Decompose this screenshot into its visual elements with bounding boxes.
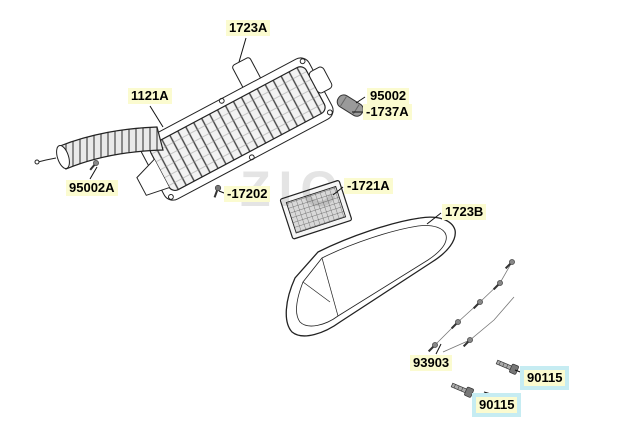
part-label-95002[interactable]: 95002	[367, 88, 410, 104]
part-label-1721A[interactable]: -1721A	[344, 178, 393, 194]
part-label-1723A[interactable]: 1723A	[226, 20, 271, 36]
leader-lines	[89, 37, 524, 397]
filter-element-drawing	[279, 180, 353, 240]
small-screw-drawing	[213, 184, 222, 198]
lower-cover-drawing	[285, 216, 456, 337]
part-label-1737A[interactable]: -1737A	[363, 104, 412, 120]
breather-tube-drawing	[336, 94, 364, 117]
part-label-90115-upper-text: 90115	[524, 370, 566, 386]
air-cleaner-case-drawing	[136, 57, 334, 201]
part-label-95002A[interactable]: 95002A	[66, 180, 118, 196]
part-label-1723B[interactable]: 1723B	[442, 204, 487, 220]
part-label-90115-upper[interactable]: 90115	[520, 366, 570, 390]
intake-duct-drawing	[34, 126, 164, 170]
part-label-17202[interactable]: -17202	[224, 186, 271, 202]
part-label-93903[interactable]: 93903	[410, 355, 453, 371]
part-label-90115-lower-text: 90115	[476, 397, 518, 413]
part-label-90115-lower[interactable]: 90115	[472, 393, 522, 417]
flange-bolt-upper-drawing	[495, 359, 519, 375]
clamp-screw-drawing	[89, 160, 99, 171]
screw-set-drawing	[427, 259, 515, 353]
flange-bolt-lower-drawing	[450, 382, 474, 398]
part-label-1121A[interactable]: 1121A	[128, 88, 172, 104]
